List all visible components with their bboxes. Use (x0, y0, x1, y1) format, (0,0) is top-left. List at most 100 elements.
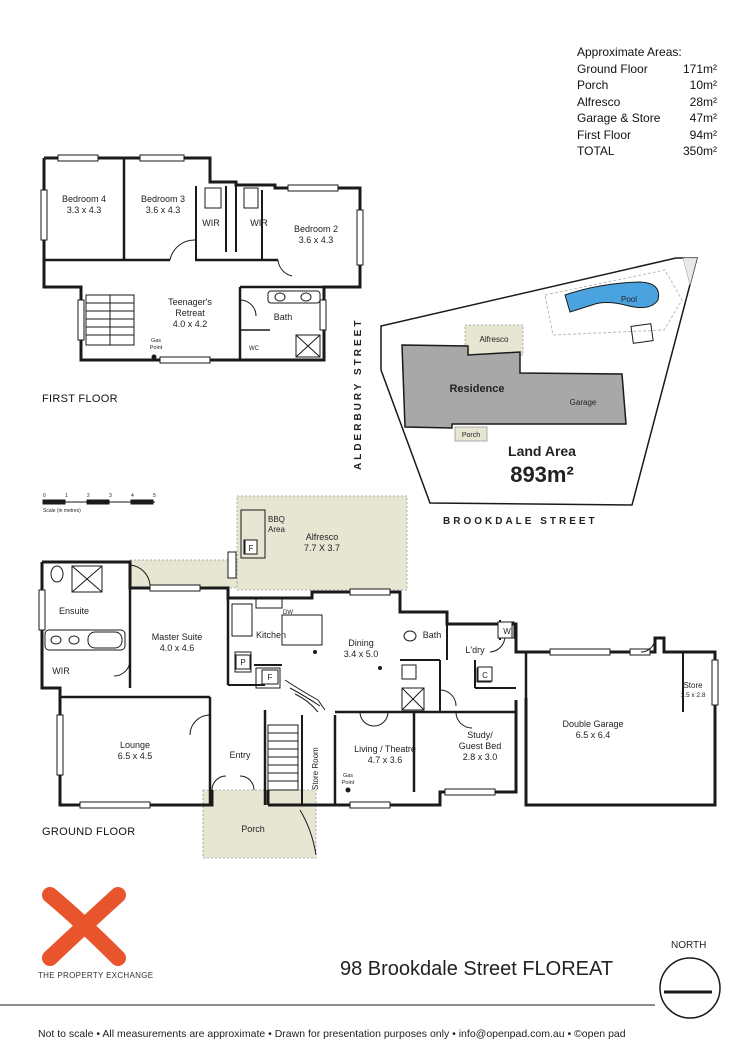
gf-study-dims: 2.8 x 3.0 (463, 752, 498, 762)
areas-row-name: Porch (577, 78, 609, 92)
areas-row-name: First Floor (577, 127, 631, 142)
areas-row: Alfresco 28m² (577, 94, 717, 111)
gf-alfresco-dims: 7.7 X 3.7 (304, 543, 340, 553)
gf-garage-dims: 6.5 x 6.4 (576, 730, 611, 740)
areas-row-name: Ground Floor (577, 61, 648, 76)
residence-shape (401, 344, 627, 429)
footer-disclaimer: Not to scale • All measurements are appr… (38, 1028, 626, 1040)
gf-dining-name: Dining (348, 638, 374, 648)
ff-bedroom3-name: Bedroom 3 (141, 194, 185, 204)
scale-tick-5: 5 (153, 493, 156, 499)
ff-bedroom4-dims: 3.3 x 4.3 (67, 205, 102, 215)
scale-bar (42, 499, 155, 505)
site-plan (380, 257, 698, 506)
gf-store-name: Store (683, 681, 703, 690)
ground-floor-windows (38, 551, 719, 809)
gf-entry: Entry (229, 750, 251, 760)
gf-master-name: Master Suite (152, 632, 203, 642)
areas-row-value: 28m² (689, 94, 717, 109)
ground-floor-fixtures (44, 509, 515, 711)
gf-store-dims: 1.5 x 2.8 (681, 692, 706, 699)
gf-master-dims: 4.0 x 4.6 (160, 643, 195, 653)
gf-bbq-line1: BBQ (268, 515, 285, 524)
site-land-area-value: 893m² (510, 462, 574, 487)
gf-wir: WIR (52, 666, 70, 676)
gf-lounge-name: Lounge (120, 740, 150, 750)
areas-row: Porch 10m² (577, 77, 717, 94)
ground-floor-markers (313, 650, 382, 793)
gf-store-room: Store Room (311, 747, 320, 790)
scale-tick-1: 1 (65, 493, 68, 499)
pool-shape (564, 281, 660, 313)
gf-ensuite: Ensuite (59, 606, 89, 616)
ff-wc: WC (249, 346, 260, 352)
scale-caption: Scale (in metres) (43, 508, 81, 514)
site-porch: Porch (462, 432, 480, 439)
ground-floor-label: GROUND FLOOR (42, 826, 136, 838)
ff-wir1: WIR (202, 218, 220, 228)
scale-tick-4: 4 (131, 493, 134, 499)
gf-garage-name: Double Garage (562, 719, 623, 729)
areas-row-value: 47m² (689, 111, 717, 125)
gf-bath: Bath (423, 630, 442, 640)
gf-cupboard: C (482, 671, 488, 680)
areas-heading: Approximate Areas: (577, 45, 682, 59)
gf-living-name: Living / Theatre (354, 744, 416, 754)
gf-living-dims: 4.7 x 3.6 (368, 755, 403, 765)
ground-floor-walls (40, 560, 717, 807)
areas-row: Garage & Store 47m² (577, 110, 717, 127)
first-floor-doors (169, 239, 293, 317)
gf-lounge-dims: 6.5 x 4.5 (118, 751, 153, 761)
ff-bedroom2-dims: 3.6 x 4.3 (299, 235, 334, 245)
brand-name: THE PROPERTY EXCHANGE (38, 971, 154, 980)
gf-gas-line2: Point (342, 780, 355, 786)
ff-gas-line1: Gas (151, 338, 161, 344)
gf-gas-line1: Gas (343, 773, 353, 779)
gf-pantry: P (240, 658, 245, 667)
north-label: NORTH (671, 940, 707, 951)
areas-row-name: Alfresco (577, 94, 621, 109)
ff-bedroom3-dims: 3.6 x 4.3 (146, 205, 181, 215)
areas-row-value: 10m² (689, 78, 717, 92)
first-floor-windows (40, 154, 364, 364)
areas-row-name: Garage & Store (577, 111, 661, 125)
ff-bedroom4-name: Bedroom 4 (62, 194, 106, 204)
north-arrow (659, 957, 721, 1019)
property-address: 98 Brookdale Street FLOREAT (340, 958, 614, 980)
site-land-area-label: Land Area (508, 443, 576, 459)
site-residence: Residence (449, 383, 504, 395)
areas-row: Ground Floor 171m² (577, 61, 717, 78)
ff-retreat-name: Teenager's (168, 297, 212, 307)
approximate-areas-table: Approximate Areas: Ground Floor 171m² Por… (577, 44, 717, 160)
first-floor-label: FIRST FLOOR (42, 393, 118, 405)
first-floor-stairs (85, 294, 135, 346)
gf-fridge1: F (249, 544, 254, 553)
gf-study-line1: Study/ (467, 730, 493, 740)
gf-bbq-line2: Area (268, 525, 285, 534)
areas-row-value: 171m² (682, 61, 717, 76)
gf-porch: Porch (241, 824, 265, 834)
ground-floor-stairs (267, 679, 326, 791)
gf-ldry: L'dry (465, 645, 485, 655)
areas-row-name: TOTAL (577, 144, 615, 158)
site-pool: Pool (621, 295, 637, 304)
ff-gas-line2: Point (150, 345, 163, 351)
gf-fridge2: F (268, 673, 273, 682)
ff-retreat-name2: Retreat (175, 308, 205, 318)
gf-washer: W (503, 627, 511, 636)
gf-study-line2: Guest Bed (459, 741, 502, 751)
gf-alfresco-name: Alfresco (306, 532, 339, 542)
ground-floor-doors (113, 564, 656, 856)
site-garage: Garage (570, 398, 597, 407)
gf-kitchen: Kitchen (256, 630, 286, 640)
gf-dining-dims: 3.4 x 5.0 (344, 649, 379, 659)
scale-tick-2: 2 (87, 493, 90, 499)
first-floor-gas-point-marker (151, 354, 157, 360)
scale-ticks: 0 1 2 3 4 5 (43, 493, 156, 499)
gf-dw: DW (283, 610, 293, 616)
ff-bedroom2-name: Bedroom 2 (294, 224, 338, 234)
scale-tick-3: 3 (109, 493, 112, 499)
